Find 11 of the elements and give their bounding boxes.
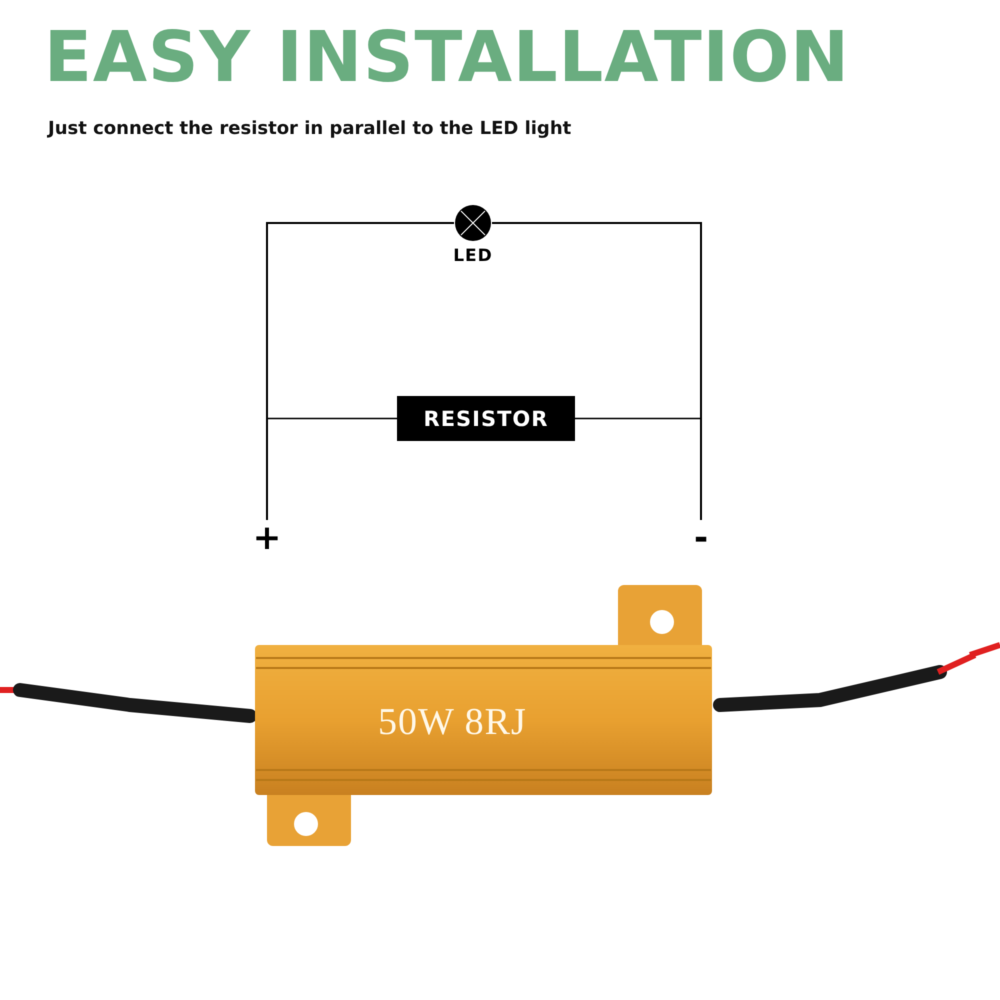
resistor-box: RESISTOR: [397, 396, 575, 441]
wire: [266, 222, 454, 520]
terminal-sign: -: [688, 520, 714, 556]
terminal-sign: +: [252, 520, 282, 556]
wire: [492, 222, 702, 520]
led-label: LED: [452, 246, 494, 266]
wire: [266, 418, 397, 520]
resistor-marking: 50W 8RJ: [378, 700, 527, 744]
wire: [575, 418, 702, 520]
title: EASY INSTALLATION: [44, 22, 850, 92]
subtitle: Just connect the resistor in parallel to the LED light: [48, 118, 572, 139]
